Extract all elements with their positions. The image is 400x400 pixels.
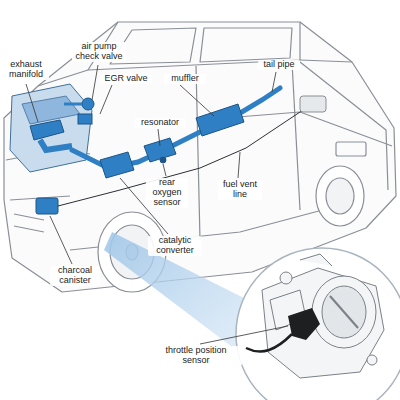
part-label: muffler <box>164 74 206 84</box>
magnifier-circle <box>236 248 400 400</box>
magnifier-cone <box>104 232 248 356</box>
exhaust-system <box>30 88 280 214</box>
part-label: air pump check valve <box>72 42 126 62</box>
part-label: charcoal canister <box>50 266 100 286</box>
part-label: catalytic converter <box>148 236 202 256</box>
part-label: EGR valve <box>100 74 152 84</box>
engine <box>10 84 92 172</box>
fuel-vent-line <box>58 104 318 206</box>
throttle-body <box>262 254 384 378</box>
part-label: rear oxygen sensor <box>146 178 188 208</box>
part-label: tail pipe <box>258 60 300 70</box>
fuel-tank <box>300 96 326 112</box>
leader-lines <box>26 65 288 344</box>
part-label: resonator <box>134 118 186 128</box>
part-label: throttle position sensor <box>150 346 242 366</box>
part-label: fuel vent line <box>218 180 262 200</box>
throttle-position-sensor-symbol <box>246 308 320 352</box>
part-label: exhaust manifold <box>3 60 49 80</box>
